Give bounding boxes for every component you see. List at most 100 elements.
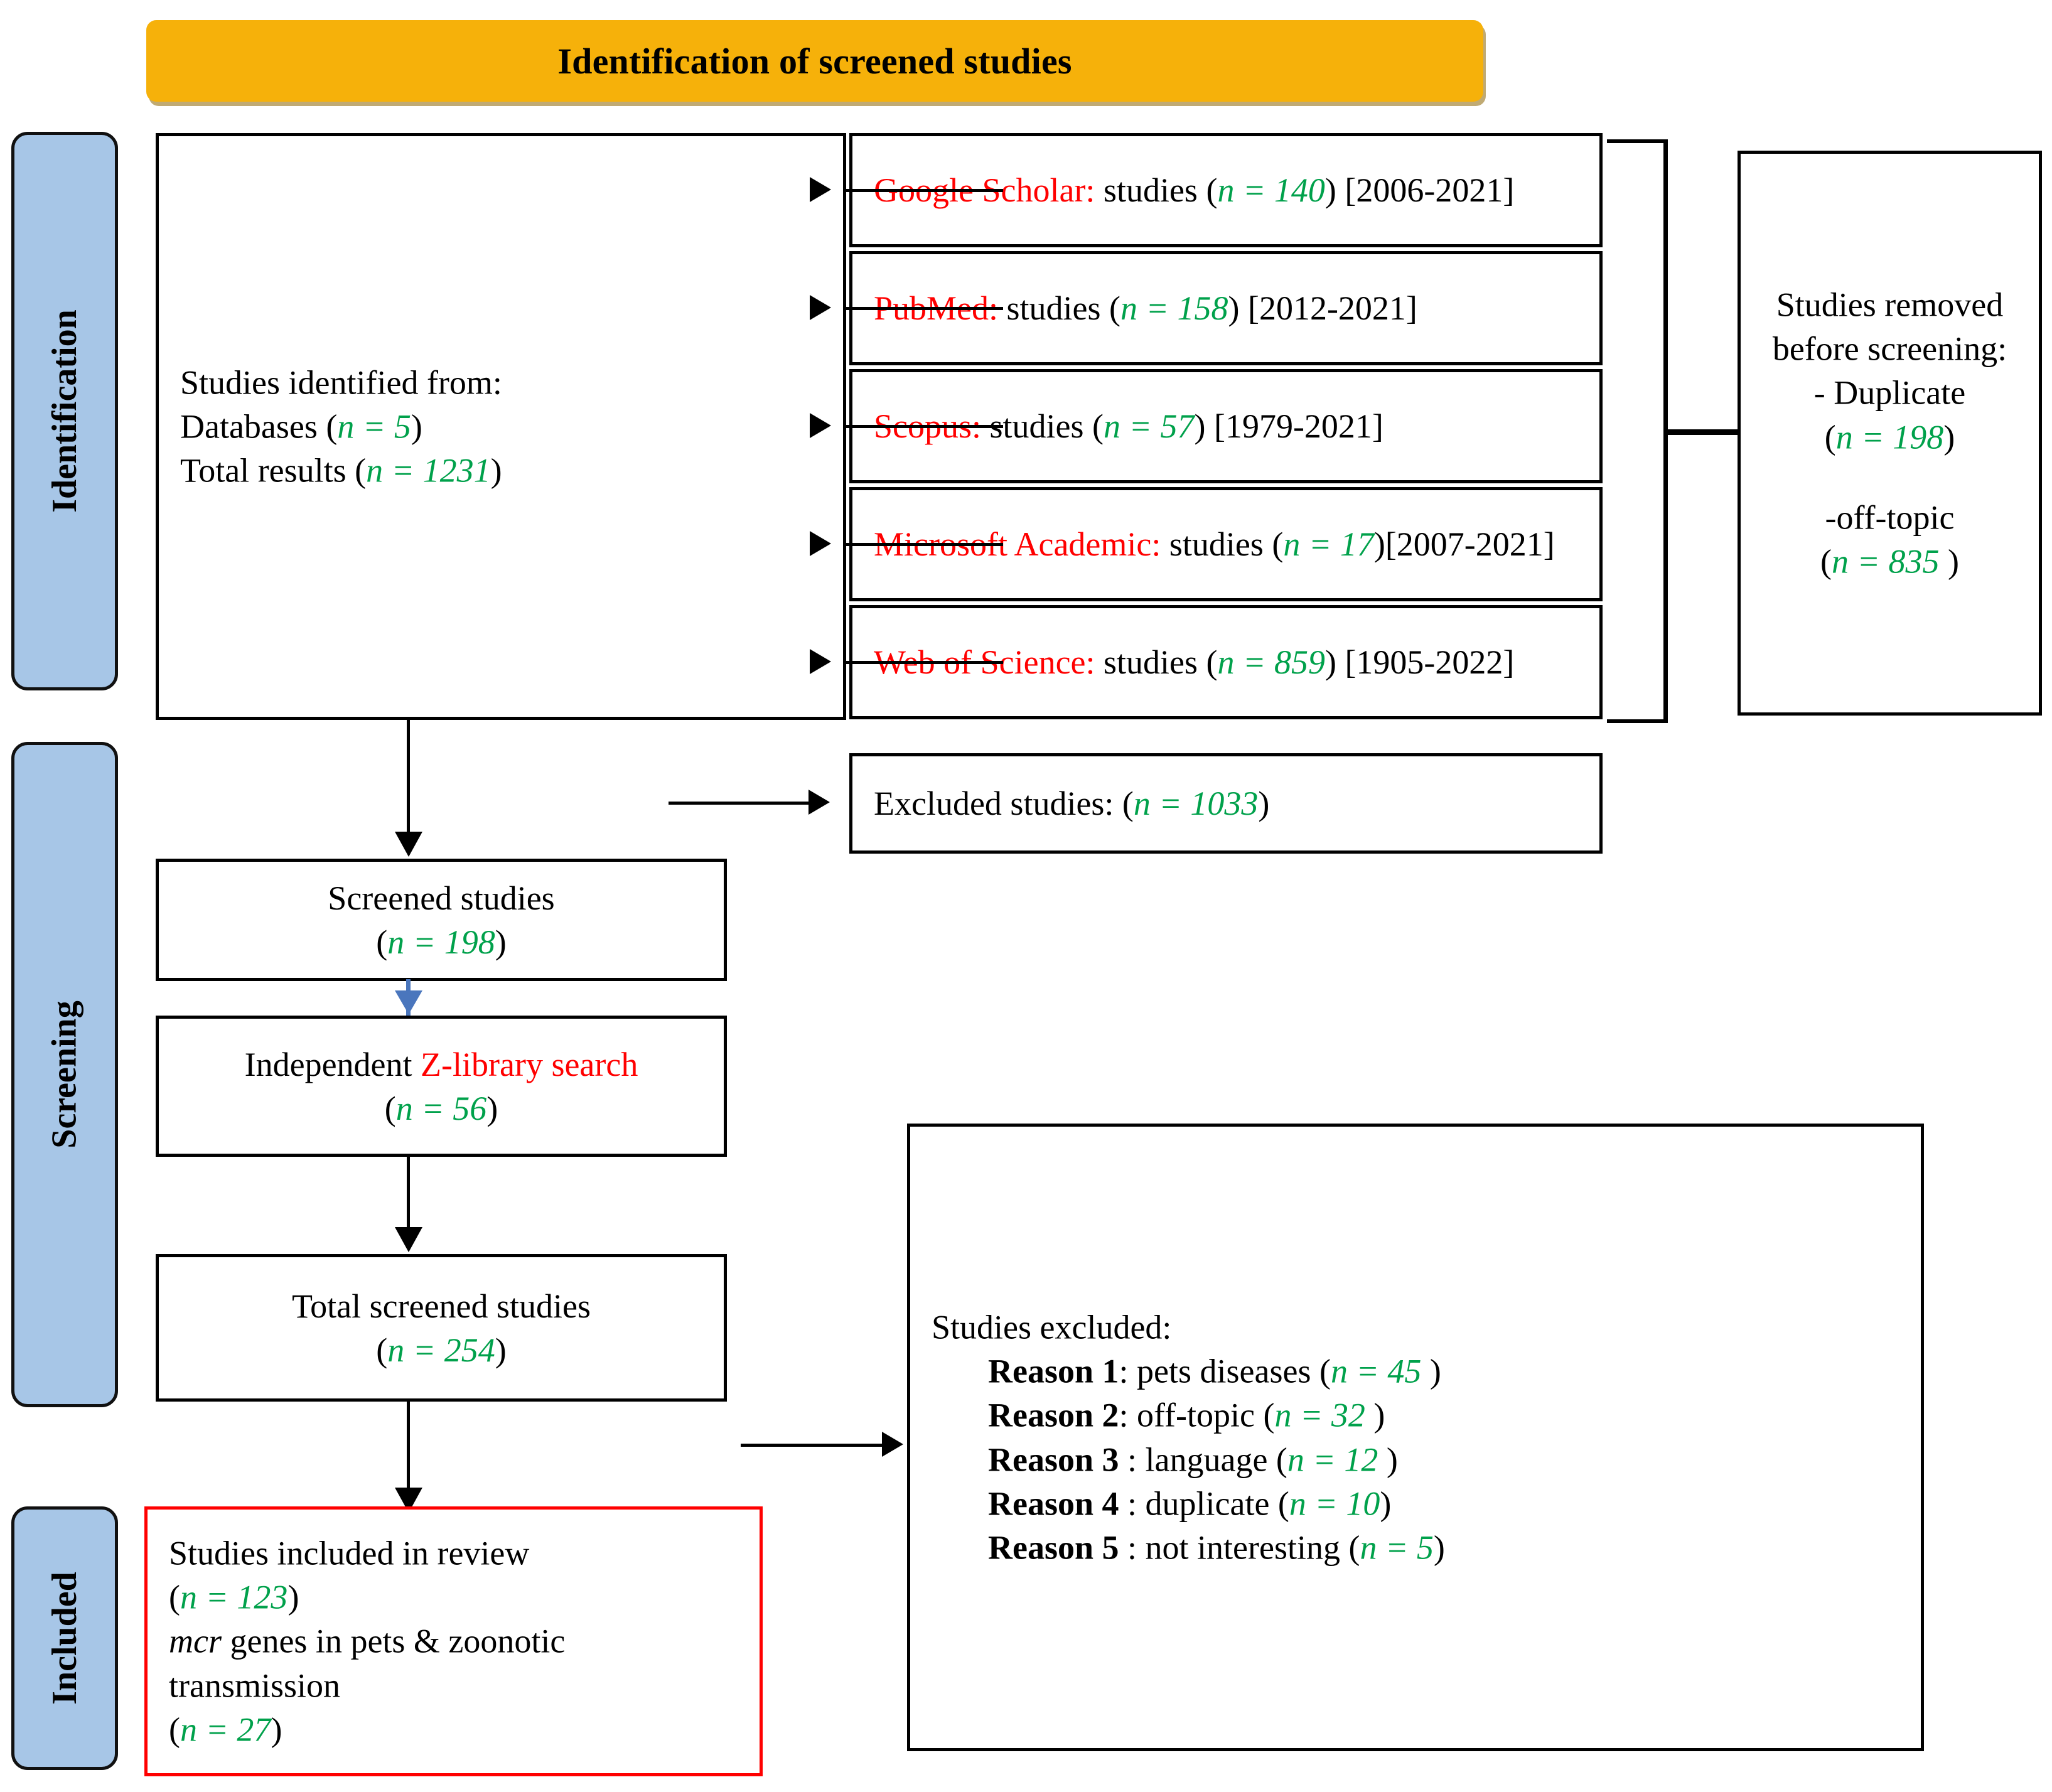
bracket-vertical-line: [1663, 139, 1668, 723]
zlibrary-count: n = 56: [395, 1089, 487, 1127]
excluded-reason-3-label: Reason 3: [988, 1441, 1119, 1478]
database-years-google-scholar: [2006-2021]: [1336, 171, 1515, 209]
total-screened-line-1: Total screened studies: [291, 1287, 591, 1325]
connector-line-to-pubmed: [846, 307, 1003, 310]
bracket-top-stub: [1607, 139, 1667, 143]
excluded-reason-1-label: Reason 1: [988, 1352, 1119, 1390]
connector-line-to-excluded-studies: [669, 802, 813, 805]
arrow-to-scopus-icon: [810, 413, 831, 438]
studies-included-box: Studies included in review (n = 123) mcr…: [144, 1506, 763, 1776]
database-count-google-scholar: n = 140: [1217, 171, 1325, 209]
stage-label-screening-text: Screening: [45, 1001, 84, 1149]
studies-included-count: n = 123: [180, 1578, 288, 1616]
database-count-scopus: n = 57: [1104, 407, 1195, 445]
excluded-reason-3: Reason 3 : language (n = 12 ): [988, 1441, 1398, 1478]
excluded-reason-2-label: Reason 2: [988, 1396, 1119, 1434]
excluded-reason-3-count: n = 12: [1287, 1441, 1378, 1478]
studies-removed-spacer: [1762, 459, 2017, 495]
studies-removed-line-1: Studies removed: [1776, 286, 2004, 324]
offtopic-removed-count: n = 835: [1832, 542, 1948, 581]
excluded-studies-count: n = 1033: [1133, 784, 1259, 822]
arrow-down-to-total-screened-icon: [395, 1227, 422, 1252]
connector-line-total-to-included: [407, 1400, 410, 1501]
studies-identified-line-2: Databases (n = 5): [180, 407, 422, 446]
excluded-reason-1: Reason 1: pets diseases (n = 45 ): [988, 1352, 1441, 1390]
stage-label-identification-text: Identification: [45, 309, 84, 513]
studies-included-line-2: (n = 123): [169, 1578, 299, 1616]
excluded-reason-4-label: Reason 4: [988, 1484, 1119, 1523]
stage-label-included: Included: [11, 1506, 118, 1770]
studies-identified-line-3: Total results (n = 1231): [180, 451, 502, 490]
stage-label-included-text: Included: [45, 1572, 85, 1705]
total-results-count: n = 1231: [366, 451, 491, 490]
connector-line-to-web-of-science: [846, 661, 1003, 664]
database-years-microsoft-academic: [2007-2021]: [1385, 525, 1555, 563]
total-screened-studies-box: Total screened studies (n = 254): [156, 1254, 727, 1402]
zlibrary-line-1: Independent Z-library search: [244, 1045, 638, 1083]
mcr-genes-count: n = 27: [180, 1710, 271, 1749]
studies-identified-box: Studies identified from: Databases (n = …: [156, 133, 846, 720]
excluded-reason-2-count: n = 32: [1274, 1396, 1365, 1434]
database-years-pubmed: [2012-2021]: [1239, 289, 1417, 327]
database-box-google-scholar: Google Scholar: studies (n = 140) [2006-…: [849, 133, 1603, 247]
arrow-to-excluded-studies-icon: [808, 790, 830, 815]
arrow-down-to-zlibrary-icon: [395, 990, 422, 1014]
studies-removed-box: Studies removed before screening: - Dupl…: [1738, 151, 2042, 716]
excluded-reason-4-count: n = 10: [1289, 1484, 1380, 1523]
screened-studies-count: n = 198: [387, 923, 495, 961]
arrow-to-excluded-reasons-icon: [882, 1432, 903, 1457]
database-count-microsoft-academic: n = 17: [1283, 525, 1374, 563]
diagram-header-banner: Identification of screened studies: [146, 20, 1483, 102]
databases-count: n = 5: [337, 407, 411, 446]
excluded-reason-5: Reason 5 : not interesting (n = 5): [988, 1528, 1445, 1567]
studies-removed-line-4-duplicate-count: (n = 198): [1824, 418, 1955, 456]
database-line-microsoft-academic: Microsoft Academic: studies (n = 17)[200…: [874, 525, 1555, 563]
screened-studies-box: Screened studies (n = 198): [156, 859, 727, 981]
zlibrary-line-2: (n = 56): [384, 1089, 498, 1127]
excluded-studies-line: Excluded studies: (n = 1033): [874, 784, 1270, 822]
database-years-scopus: [1979-2021]: [1205, 407, 1383, 445]
total-screened-line-2: (n = 254): [376, 1331, 507, 1369]
excluded-reason-5-label: Reason 5: [988, 1528, 1119, 1567]
studies-removed-line-6-offtopic-count: (n = 835 ): [1820, 542, 1959, 581]
studies-included-line-1: Studies included in review: [169, 1534, 530, 1572]
studies-excluded-title: Studies excluded:: [932, 1308, 1172, 1346]
zlibrary-highlight-text: Z-library search: [421, 1045, 638, 1083]
stage-label-screening: Screening: [11, 742, 118, 1407]
studies-included-line-4: transmission: [169, 1666, 341, 1705]
studies-removed-line-3-duplicate: - Duplicate: [1813, 373, 1966, 412]
connector-line-zlibrary-to-total: [407, 1155, 410, 1237]
database-years-web-of-science: [1905-2022]: [1336, 643, 1515, 681]
studies-identified-line-1: Studies identified from:: [180, 363, 502, 402]
database-line-google-scholar: Google Scholar: studies (n = 140) [2006-…: [874, 171, 1515, 209]
database-count-pubmed: n = 158: [1120, 289, 1228, 327]
connector-line-to-google-scholar: [846, 189, 1003, 192]
excluded-reason-4: Reason 4 : duplicate (n = 10): [988, 1484, 1392, 1523]
screened-studies-line-1: Screened studies: [328, 879, 555, 917]
stage-label-identification: Identification: [11, 132, 118, 690]
studies-included-line-3: mcr genes in pets & zoonotic: [169, 1622, 566, 1660]
connector-line-to-excluded-reasons: [741, 1444, 885, 1447]
arrow-to-microsoft-academic-icon: [810, 531, 831, 556]
database-count-web-of-science: n = 859: [1217, 643, 1325, 681]
total-screened-count: n = 254: [387, 1331, 495, 1369]
arrow-down-to-screened-icon: [395, 832, 422, 857]
connector-line-to-scopus: [846, 425, 1003, 428]
connector-line-source-to-screened: [407, 720, 410, 839]
diagram-title: Identification of screened studies: [557, 40, 1072, 82]
bracket-to-removed-connector: [1667, 429, 1742, 435]
arrow-to-google-scholar-icon: [810, 177, 831, 202]
duplicate-count: n = 198: [1835, 418, 1944, 456]
screened-studies-line-2: (n = 198): [376, 923, 507, 961]
excluded-reason-1-count: n = 45: [1330, 1352, 1422, 1390]
studies-included-line-5: (n = 27): [169, 1710, 282, 1749]
excluded-studies-box: Excluded studies: (n = 1033): [849, 753, 1603, 854]
connector-line-to-microsoft-academic: [846, 543, 1003, 546]
zlibrary-search-box: Independent Z-library search (n = 56): [156, 1016, 727, 1157]
excluded-reason-5-count: n = 5: [1360, 1528, 1434, 1567]
mcr-gene-italic: mcr: [169, 1622, 222, 1660]
excluded-reason-2: Reason 2: off-topic (n = 32 ): [988, 1396, 1385, 1434]
studies-excluded-reasons-box: Studies excluded: Reason 1: pets disease…: [907, 1124, 1924, 1751]
arrow-to-pubmed-icon: [810, 295, 831, 320]
